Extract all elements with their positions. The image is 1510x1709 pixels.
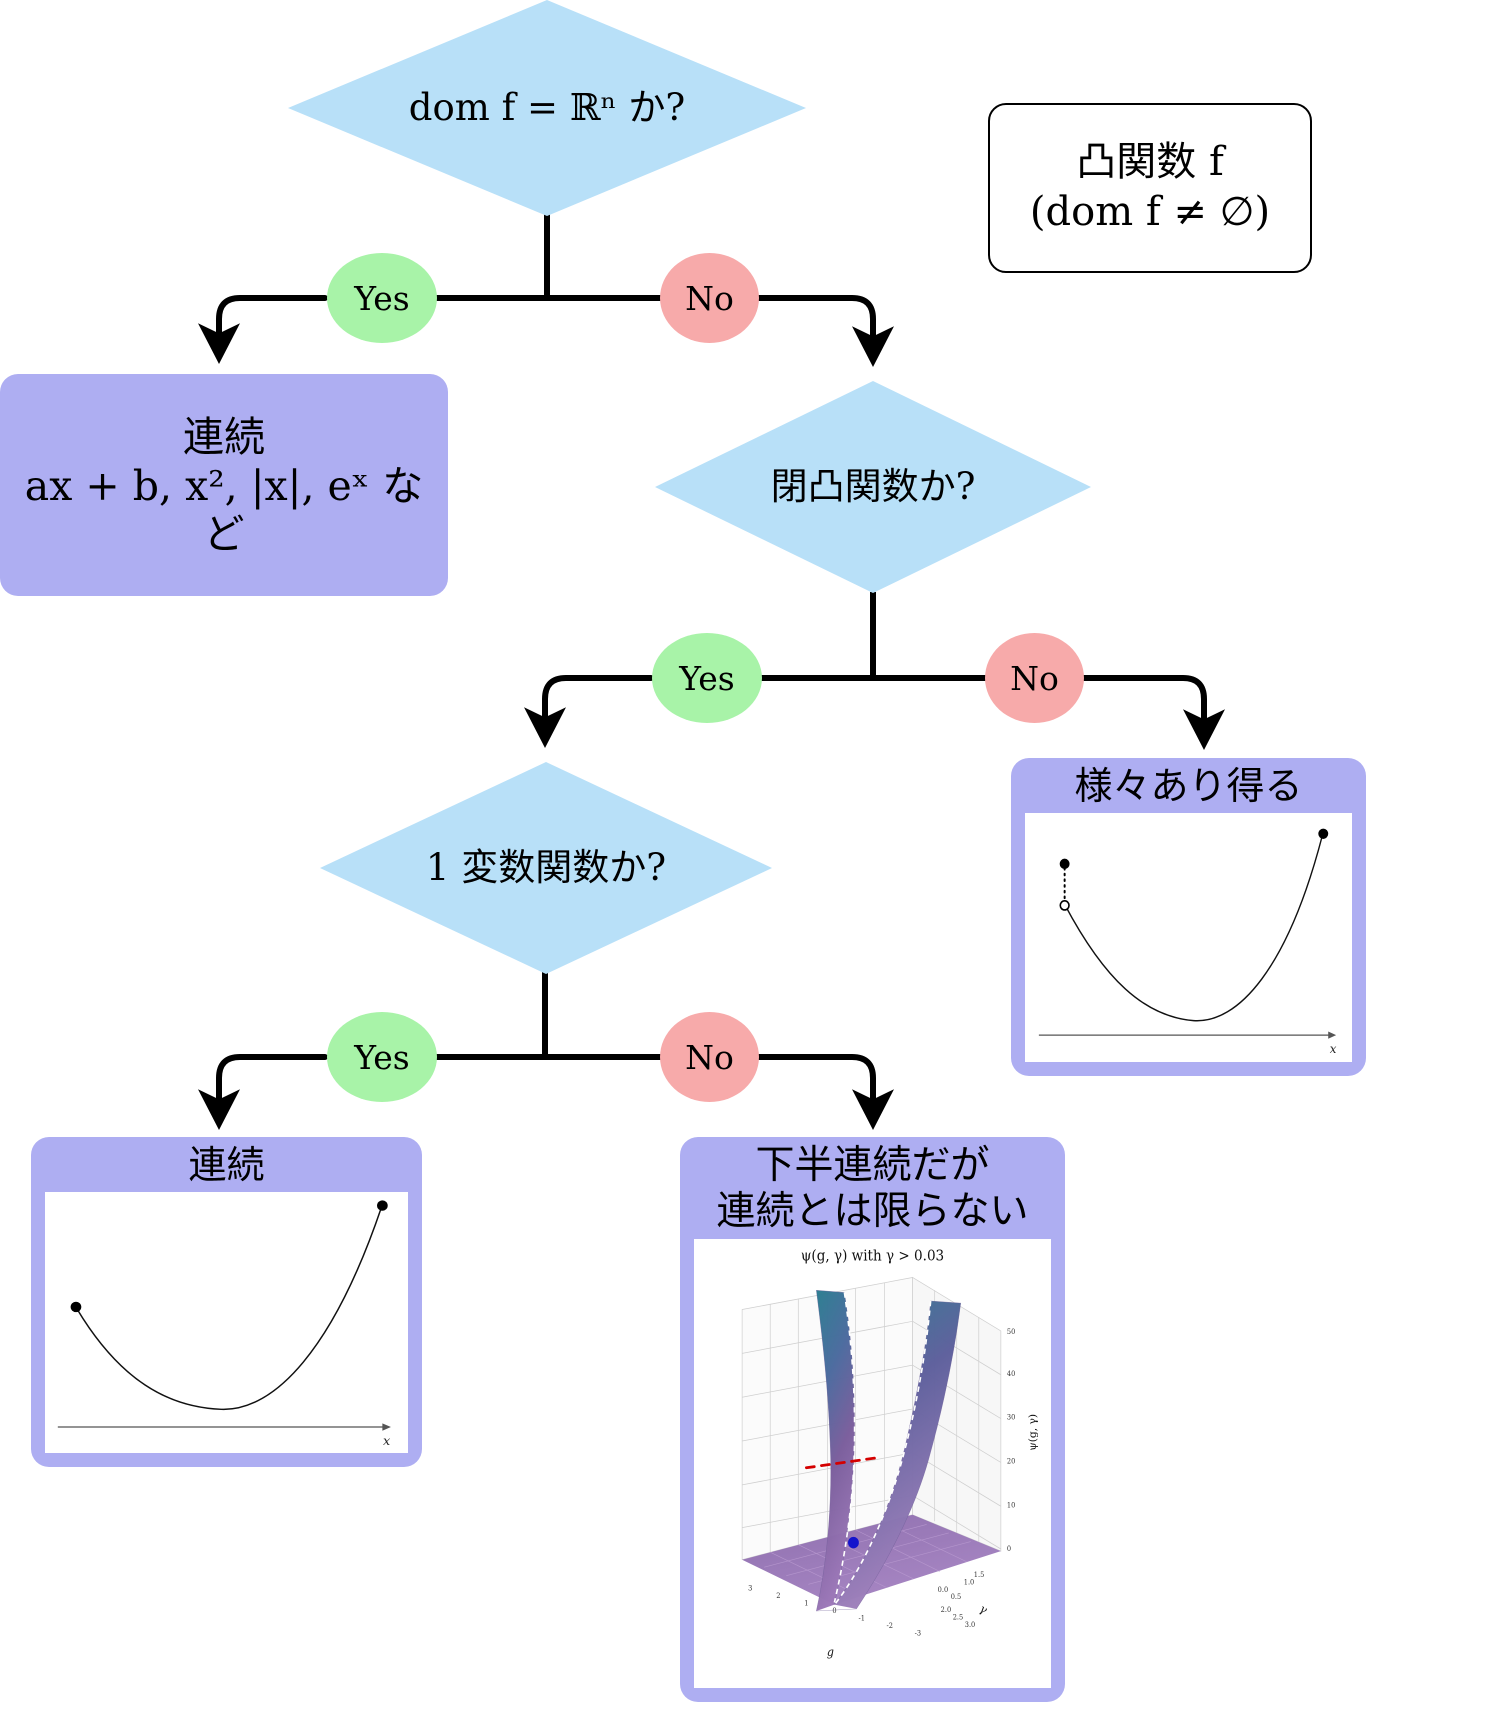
x-axis-label: g [827,1645,834,1659]
x-axis-label: x [383,1433,390,1448]
svg-text:0: 0 [1007,1545,1011,1553]
svg-text:30: 30 [1007,1413,1015,1421]
filled-endpoint-dot [70,1301,82,1312]
x-axis-arrow [1328,1031,1337,1039]
edge-label-yes-2[interactable]: Yes [652,633,762,723]
result-continuous-1d[interactable]: 連続 x [31,1137,422,1467]
x-axis-label: x [1330,1041,1337,1055]
legend-line-1: 凸関数 f [1076,139,1224,186]
plot-panel-surface3d: ψ(g, γ) with γ > 0.03 [694,1239,1051,1688]
open-endpoint-circle [1059,899,1070,911]
svg-text:-3: -3 [915,1629,921,1637]
svg-text:2.5: 2.5 [953,1613,964,1621]
surface-right-wall [834,1301,961,1609]
edge-label-text: Yes [354,1037,410,1077]
legend-box: 凸関数 f (dom f ≠ ∅) [988,103,1312,273]
svg-text:2: 2 [776,1592,780,1600]
filled-endpoint-dot [1059,858,1070,869]
z-axis-ticks: 0 10 20 30 40 50 [1007,1328,1015,1553]
svg-text:50: 50 [1007,1328,1015,1336]
plot-panel-continuous: x [45,1191,408,1453]
x-axis-arrow [382,1423,391,1431]
result-continuous-full-domain[interactable]: 連続 ax + b, x², |x|, eˣ など [0,374,448,596]
svg-text:3: 3 [748,1585,752,1593]
z-axis-label: ψ(g, γ) [1027,1414,1039,1451]
edge-label-text: No [685,1037,734,1077]
svg-text:0.0: 0.0 [938,1586,949,1594]
decision-label: dom f = ℝⁿ か? [408,85,686,129]
svg-text:10: 10 [1007,1501,1015,1509]
plot-panel-various: x [1025,812,1352,1062]
svg-text:1: 1 [804,1600,808,1608]
svg-text:0: 0 [832,1607,836,1615]
y-axis-label: γ [977,1601,989,1617]
dashed-boundary-left [833,1292,856,1603]
edge-label-text: Yes [679,658,735,698]
y-axis-ticks: 0.0 0.5 1.0 1.5 2.0 2.5 3.0 [938,1571,985,1629]
svg-text:1.5: 1.5 [974,1571,985,1579]
result-title: 下半連続だが 連続とは限らない [716,1143,1029,1235]
svg-text:2.0: 2.0 [941,1606,952,1614]
plot-title: ψ(g, γ) with γ > 0.03 [801,1248,944,1265]
svg-text:-1: -1 [858,1614,864,1622]
edge-label-no-2[interactable]: No [985,633,1084,723]
svg-text:20: 20 [1007,1457,1015,1465]
edge-label-text: No [1010,658,1059,698]
edge-label-yes-3[interactable]: Yes [327,1012,437,1102]
result-title: 連続 [188,1143,265,1187]
edge-label-no-3[interactable]: No [660,1012,759,1102]
result-title: 連続 ax + b, x², |x|, eˣ など [24,413,424,559]
axes-back-walls [741,1276,1002,1561]
edge-label-text: No [685,278,734,318]
svg-text:-2: -2 [887,1622,893,1630]
filled-endpoint-dot [377,1200,388,1211]
surface-outline [816,1290,962,1612]
edge-label-text: Yes [354,278,410,318]
x-axis-ticks: 3 2 1 0 -1 -2 -3 [748,1585,921,1638]
convex-curve [1064,835,1323,1022]
convex-curve [76,1207,383,1410]
dashed-boundary-right [834,1300,932,1605]
legend-line-2: (dom f ≠ ∅) [1029,189,1271,235]
decision-single-variable[interactable]: 1 変数関数か? [320,762,772,974]
result-lower-semicontinuous[interactable]: 下半連続だが 連続とは限らない [680,1137,1065,1702]
dashed-ridge [805,1456,876,1470]
decision-label: 1 変数関数か? [425,845,667,889]
decision-label: 閉凸関数か? [770,464,976,508]
edge-label-yes-1[interactable]: Yes [327,253,437,343]
filled-endpoint-dot [1318,828,1329,839]
result-title: 様々あり得る [1074,764,1303,808]
svg-text:0.5: 0.5 [951,1593,962,1601]
svg-text:3.0: 3.0 [965,1621,976,1629]
decision-closed-convex[interactable]: 閉凸関数か? [655,381,1091,593]
edge-label-no-1[interactable]: No [660,253,759,343]
svg-text:40: 40 [1007,1370,1015,1378]
result-various-possible[interactable]: 様々あり得る x [1011,758,1366,1076]
minimum-point-marker [848,1536,859,1549]
surface-left-wall [816,1290,855,1612]
svg-text:1.0: 1.0 [964,1578,975,1586]
decision-dom-f-equals-rn[interactable]: dom f = ℝⁿ か? [288,0,806,216]
